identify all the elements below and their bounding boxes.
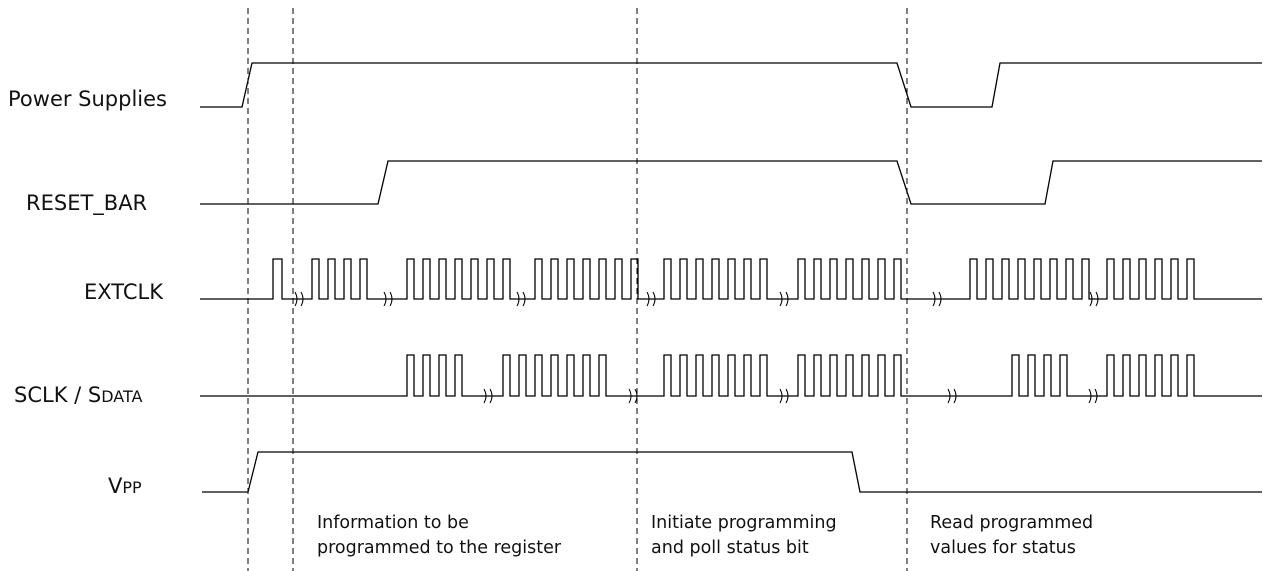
sclk-break-mark <box>628 388 638 404</box>
waveform-extclk <box>200 258 1262 307</box>
waveform-power-supplies <box>200 62 1262 108</box>
label-vpp: VPP <box>108 474 142 498</box>
sclk-break-mark <box>483 388 493 404</box>
label-sclk: SCLK <box>14 383 69 407</box>
label-slash: / <box>67 383 87 407</box>
label-sdata-first: S <box>88 383 101 407</box>
phase-3-line-1: Read programmed <box>930 513 1093 533</box>
label-extclk: EXTCLK <box>84 280 164 304</box>
phase-markers <box>247 8 908 571</box>
sclk-break-mark <box>947 388 957 404</box>
phase-3-line-2: values for status <box>930 538 1076 558</box>
extclk-break-mark <box>516 291 526 307</box>
extclk-break-mark <box>779 291 789 307</box>
phase-1-line-2: programmed to the register <box>317 538 562 558</box>
extclk-break-mark <box>1089 291 1099 307</box>
sclk-break-mark <box>1088 388 1098 404</box>
phase-2-line-1: Initiate programming <box>651 513 837 533</box>
phase-2-line-2: and poll status bit <box>651 538 809 558</box>
phase-1-line-1: Information to be <box>317 513 469 533</box>
label-sdata-rest: DATA <box>101 387 142 406</box>
extclk-break-mark <box>646 291 656 307</box>
extclk-break-mark <box>294 291 304 307</box>
phase-annotations: Information to be programmed to the regi… <box>317 513 1093 558</box>
signal-labels: Power Supplies RESET_BAR EXTCLK SCLK / S… <box>8 87 167 498</box>
label-sclk-sdata: SCLK / SDATA <box>14 383 143 407</box>
label-vpp-rest: PP <box>122 478 142 497</box>
label-vpp-first: V <box>108 474 123 498</box>
extclk-break-mark <box>383 291 393 307</box>
extclk-trace <box>200 258 1262 300</box>
label-reset-bar: RESET_BAR <box>26 191 147 216</box>
sclk-break-mark <box>779 388 789 404</box>
waveform-reset-bar <box>200 160 1262 205</box>
extclk-break-mark <box>932 291 942 307</box>
label-power-supplies: Power Supplies <box>8 87 167 111</box>
waveform-vpp <box>202 451 1262 493</box>
sclk-trace <box>200 354 1262 397</box>
waveform-sclk-sdata <box>200 354 1262 404</box>
